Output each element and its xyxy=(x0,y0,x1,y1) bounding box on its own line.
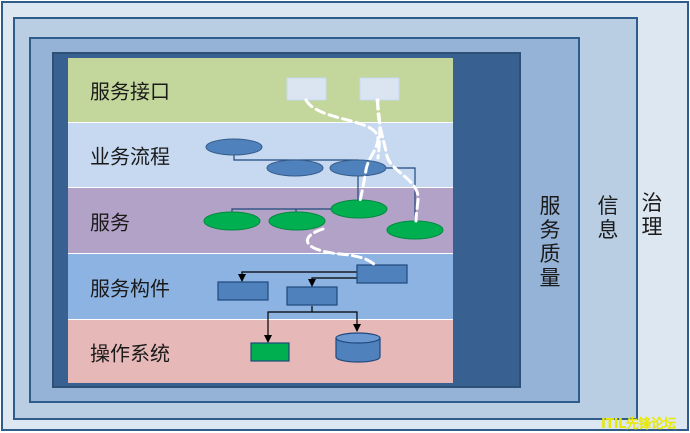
watermark: ITIL先锋论坛 xyxy=(601,417,676,432)
dashed-flows xyxy=(304,98,420,268)
layer-label: 服务 xyxy=(90,210,130,234)
interface-box xyxy=(359,77,400,101)
component-box xyxy=(286,286,338,306)
layer-business-process: 业务流程 xyxy=(68,122,453,187)
arrow xyxy=(308,277,357,287)
os-resource-box xyxy=(250,342,290,362)
dashed-flow xyxy=(304,98,380,203)
process-node xyxy=(329,159,387,177)
layer-label: 业务流程 xyxy=(90,144,170,169)
information-label: 信息 xyxy=(597,194,619,242)
service-node xyxy=(203,211,261,231)
service-node xyxy=(330,199,388,219)
process-node xyxy=(266,159,324,177)
process-connectors xyxy=(233,155,416,220)
service-quality-label: 服务质量 xyxy=(539,194,561,290)
service-node xyxy=(386,220,444,240)
component-arrows xyxy=(238,271,361,343)
arrow xyxy=(238,271,357,282)
component-box xyxy=(217,281,269,301)
interface-box xyxy=(286,77,327,101)
arrow xyxy=(312,311,361,332)
dashed-flow xyxy=(376,98,420,223)
dashed-flow xyxy=(375,98,382,160)
dashed-flow xyxy=(305,227,378,268)
layer-label: 服务构件 xyxy=(90,276,170,300)
service-node xyxy=(268,211,326,231)
database-icon xyxy=(335,332,381,363)
component-box xyxy=(356,264,408,284)
layer-service: 服务 xyxy=(68,187,453,253)
layer-label: 服务接口 xyxy=(90,79,170,104)
process-node xyxy=(205,138,263,156)
governance-label: 治理 xyxy=(641,191,663,239)
arrow xyxy=(264,306,313,343)
layer-label: 操作系统 xyxy=(90,341,170,365)
